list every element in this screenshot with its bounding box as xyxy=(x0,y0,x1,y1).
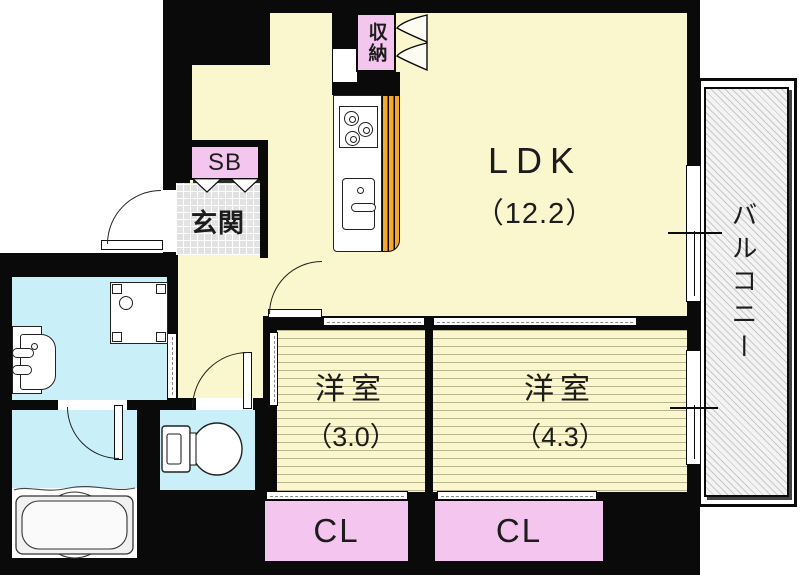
wall-kitchen-upper xyxy=(332,13,358,48)
toilet-icon xyxy=(161,422,243,476)
bedroom-small-size: （3.0） xyxy=(305,422,397,452)
wall-bedroom-divider xyxy=(425,316,433,492)
wall-top xyxy=(163,0,700,13)
wall-above-shoebox xyxy=(163,140,268,147)
ldk-balcony-window xyxy=(686,165,701,302)
storage-label: 収納 xyxy=(365,21,387,64)
entrance-label: 玄関 xyxy=(190,208,245,238)
wall-left-of-shoebox xyxy=(163,147,190,183)
bedroom-small-partition-door xyxy=(323,317,425,326)
wall-right-lower xyxy=(687,465,700,575)
entrance-door-swing xyxy=(107,190,161,244)
balcony-deck: バルコニー xyxy=(704,87,789,497)
storage-closet: 収納 xyxy=(356,13,396,72)
bedroom-small-sliding-door xyxy=(269,332,278,406)
bedroom-small-name: 洋室 xyxy=(315,373,387,406)
kitchen-cabinet xyxy=(382,95,400,252)
wall-below-storage xyxy=(356,72,400,83)
stove-burner-icon xyxy=(344,111,359,126)
pan-corner xyxy=(156,284,166,294)
shoebox-door-icon xyxy=(229,178,261,193)
entrance-floor xyxy=(176,183,260,255)
shoe-box: SB xyxy=(190,145,260,180)
bedroom-large-label: 洋室 （4.3） xyxy=(433,364,687,454)
entrance-opening xyxy=(161,190,178,252)
stove-burner-icon xyxy=(358,122,373,137)
closet-right-label: CL xyxy=(495,512,543,549)
bedroom-small-floor xyxy=(277,330,425,492)
wall-right-of-entrance xyxy=(260,147,268,258)
closet-right: CL xyxy=(433,499,605,563)
ldk-name: LDK xyxy=(487,140,583,181)
bedroom-small-label: 洋室 （3.0） xyxy=(277,364,425,454)
wall-right-mid xyxy=(687,302,700,350)
stove-burner-icon xyxy=(345,131,360,146)
window-center-tick xyxy=(668,232,722,234)
refrigerator-space xyxy=(332,48,358,83)
balcony-label: バルコニー xyxy=(728,201,759,366)
shoe-box-label: SB xyxy=(207,148,242,176)
shoebox-door-icon xyxy=(191,178,223,193)
closet-left: CL xyxy=(263,499,410,563)
faucet-handle-icon xyxy=(12,348,34,358)
pan-corner xyxy=(112,332,122,342)
wall-kitchen-band xyxy=(332,83,400,95)
wall-toilet-right xyxy=(255,398,277,492)
wall-wet-area-top xyxy=(0,253,176,277)
sink-faucet-icon xyxy=(351,203,376,212)
bedroom-large-size: （4.3） xyxy=(514,422,606,452)
closet-right-sliding-door xyxy=(437,491,597,500)
closet-left-sliding-door xyxy=(266,491,408,500)
wall-left-upper xyxy=(163,65,192,140)
pan-corner xyxy=(156,332,166,342)
wall-left-of-entrance xyxy=(163,183,176,192)
ldk-size: （12.2） xyxy=(474,198,596,230)
pan-drain-icon xyxy=(119,296,133,310)
bedroom-large-name: 洋室 xyxy=(524,373,596,406)
kitchen-stove xyxy=(339,106,378,148)
bathtub-icon xyxy=(13,486,136,559)
wall-bath-toilet-divider xyxy=(137,398,160,490)
washing-machine-pan xyxy=(110,282,168,344)
wall-right-upper xyxy=(687,13,700,165)
washroom-sliding-door xyxy=(167,333,177,399)
sink-drain-icon xyxy=(357,187,364,194)
window-center-tick xyxy=(670,407,718,409)
vanity-drain-icon xyxy=(31,343,38,350)
pan-corner xyxy=(112,284,122,294)
faucet-handle-icon xyxy=(12,365,32,375)
storage-folding-door-icon xyxy=(395,14,428,72)
wall-top-left-block xyxy=(163,13,270,65)
kitchen-sink xyxy=(342,178,376,230)
ldk-label: LDK （12.2） xyxy=(430,140,640,232)
bedroom-large-partition-door xyxy=(433,317,637,326)
vanity-sink-icon xyxy=(20,334,56,390)
closet-left-label: CL xyxy=(313,512,360,549)
bedroom-large-floor xyxy=(433,330,687,492)
